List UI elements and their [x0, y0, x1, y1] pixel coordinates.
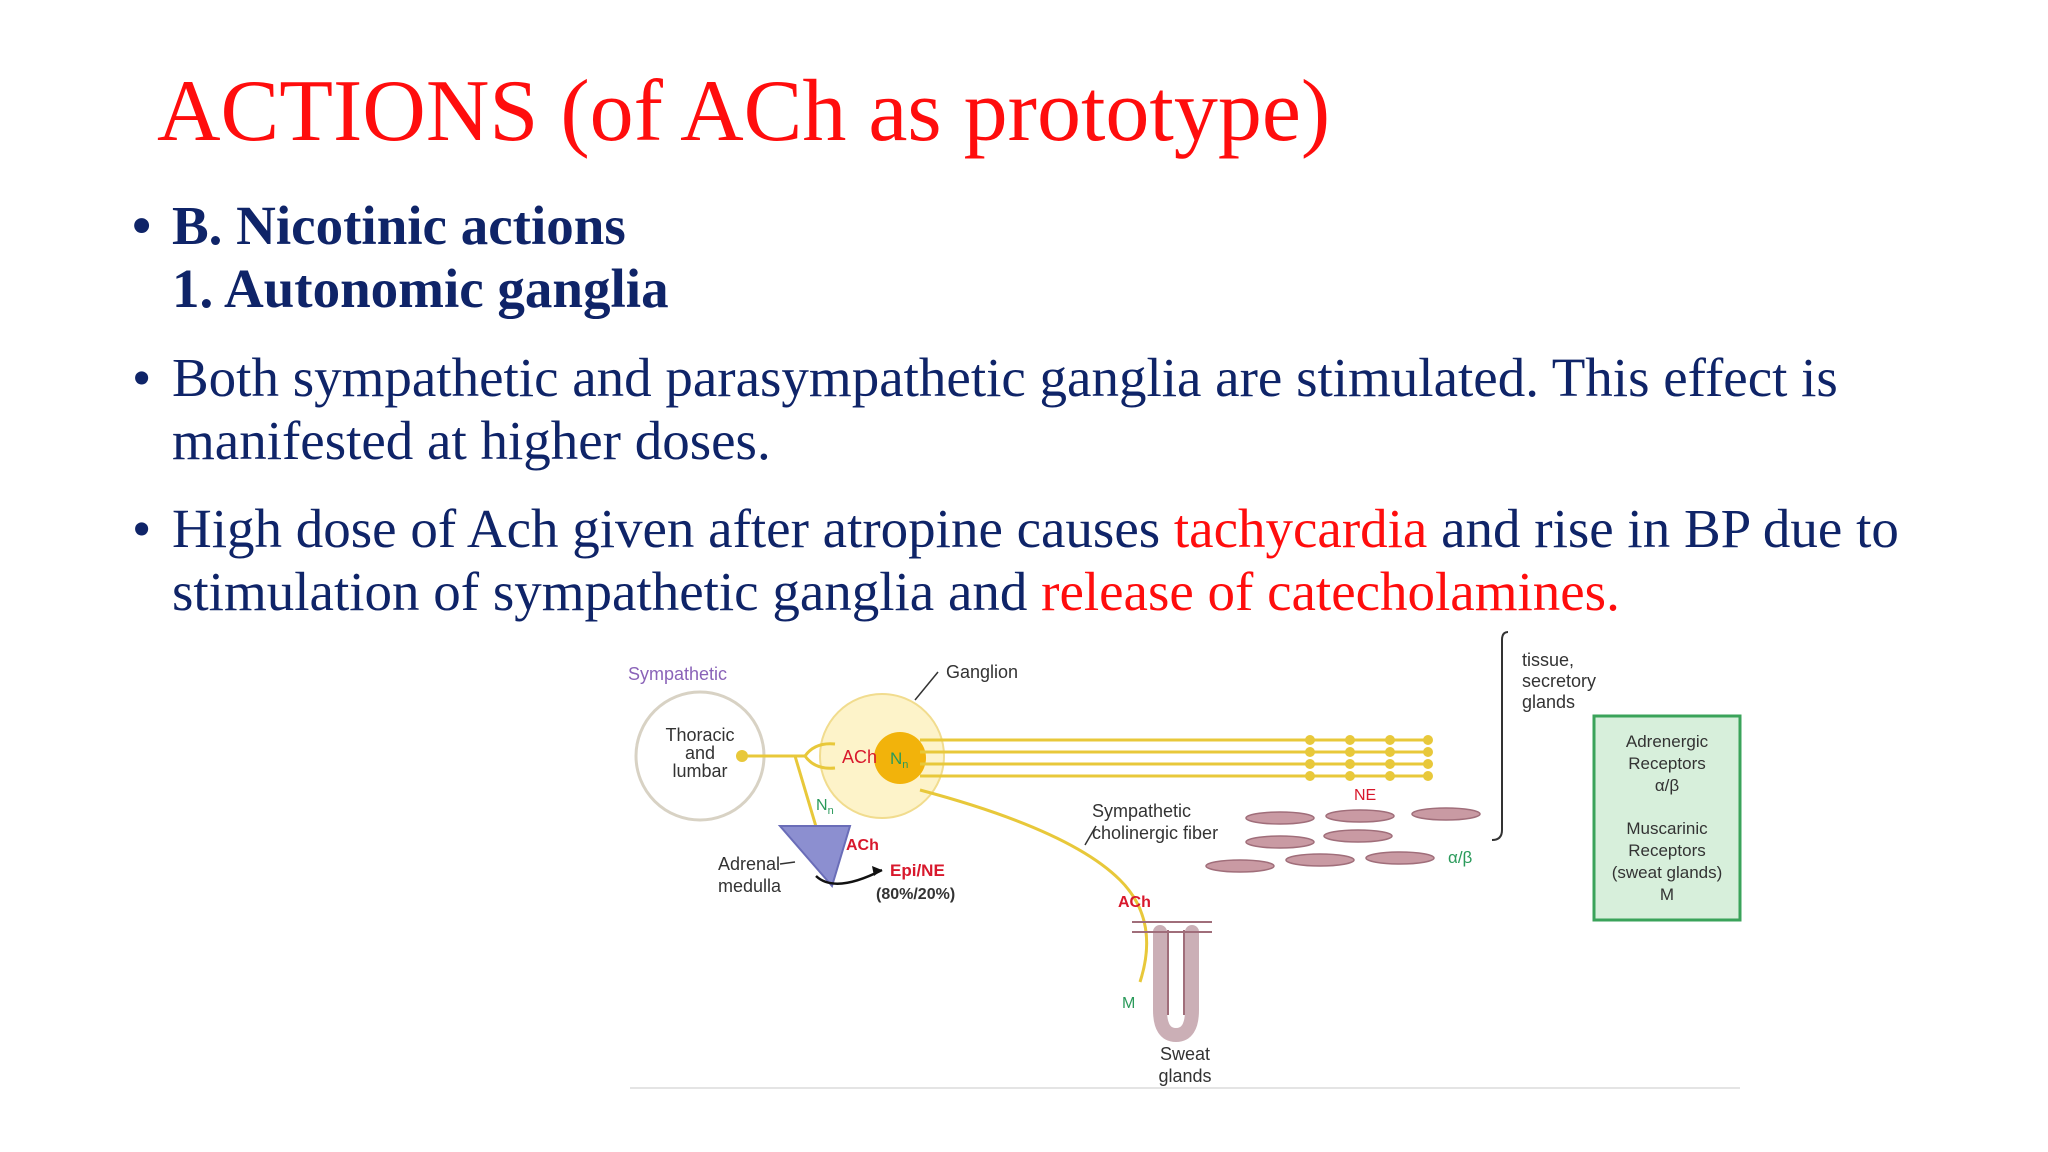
- ach-ganglion-label: ACh: [842, 747, 877, 767]
- sweat-gland: [1153, 925, 1199, 1043]
- symp-chol-label-1: Sympathetic: [1092, 801, 1191, 821]
- lumbar-label: lumbar: [672, 761, 727, 781]
- bullet-heading: B. Nicotinic actions: [172, 195, 626, 256]
- slide-title: ACTIONS (of ACh as prototype): [157, 63, 1331, 160]
- adrenergic-label: Adrenergic: [1626, 732, 1709, 751]
- nn-ganglion-label: Nn: [890, 749, 908, 771]
- adrenergic-receptors-label: Receptors: [1628, 754, 1705, 773]
- glands-sweat-label: glands: [1158, 1066, 1211, 1086]
- medulla-label: medulla: [718, 876, 782, 896]
- sympathetic-cholinergic-fiber: [919, 788, 1149, 983]
- arrowhead-icon: [872, 866, 882, 876]
- highlight-tachycardia: tachycardia: [1173, 498, 1428, 559]
- secretory-label: secretory: [1522, 671, 1596, 691]
- adrenal-leader: [779, 861, 796, 865]
- nn-adrenal-label: Nn: [816, 797, 834, 817]
- ach-adrenal-label: ACh: [846, 837, 879, 854]
- muscarinic-m-label: M: [1660, 885, 1674, 904]
- glands-label: glands: [1522, 692, 1575, 712]
- ganglion-cell-body: [874, 732, 926, 784]
- m-label: M: [1122, 995, 1135, 1012]
- cholinergic-leader: [1084, 825, 1097, 846]
- thoracic-label: Thoracic: [665, 725, 734, 745]
- bullet-text-part: High dose of Ach given after atropine ca…: [172, 498, 1174, 559]
- epi-ne-percent: (80%/20%): [876, 886, 955, 903]
- and-label: and: [685, 743, 715, 763]
- ganglion-label: Ganglion: [946, 662, 1018, 682]
- epi-ne-label: Epi/NE: [890, 861, 945, 880]
- ganglion-leader: [914, 671, 939, 701]
- bullet-high-dose-ach: • High dose of Ach given after atropine …: [132, 497, 1972, 623]
- tissue-bracket: [1491, 631, 1509, 841]
- ne-label: NE: [1354, 787, 1376, 804]
- sweat-glands-note: (sweat glands): [1612, 863, 1723, 882]
- ach-sweat-label: ACh: [1118, 894, 1151, 911]
- sympathetic-label: Sympathetic: [628, 664, 727, 684]
- synapse-branch: [803, 742, 836, 770]
- smooth-muscle-cells: [1205, 807, 1481, 873]
- adrenal-label: Adrenal: [718, 854, 780, 874]
- highlight-catecholamines: release of catecholamines.: [1041, 561, 1620, 622]
- tissue-label: tissue,: [1522, 650, 1574, 670]
- bullet-text: High dose of Ach given after atropine ca…: [172, 497, 1972, 623]
- postganglionic-fibers: [920, 738, 1428, 778]
- adrenal-medulla: [777, 825, 852, 889]
- bullet-marker: •: [132, 347, 152, 408]
- bullet-marker: •: [132, 498, 152, 559]
- bullet-marker: •: [132, 195, 152, 256]
- sweat-gland-lumen: [1167, 930, 1185, 1015]
- symp-chol-label-2: cholinergic fiber: [1092, 823, 1218, 843]
- alpha-beta-label: α/β: [1448, 848, 1473, 867]
- varicosities: [1305, 735, 1433, 781]
- bullet-text-part: and rise in BP due to stimulation of sym…: [172, 498, 1899, 622]
- sweat-label: Sweat: [1160, 1044, 1210, 1064]
- bullet-nicotinic-actions: • B. Nicotinic actions 1. Autonomic gang…: [132, 194, 669, 320]
- muscarinic-receptors-label: Receptors: [1628, 841, 1705, 860]
- adrenergic-alpha-beta: α/β: [1655, 776, 1680, 795]
- muscarinic-label: Muscarinic: [1626, 819, 1708, 838]
- bullet-subheading: 1. Autonomic ganglia: [172, 258, 669, 319]
- bullet-ganglia-stimulated: • Both sympathetic and parasympathetic g…: [132, 346, 1932, 472]
- receptor-legend-box: [1592, 714, 1742, 922]
- sympathetic-pathway-diagram: Sympathetic Thoracic and lumbar Nn ACh G…: [628, 631, 1742, 1089]
- bullet-text: Both sympathetic and parasympathetic gan…: [172, 347, 1838, 471]
- epi-ne-arrow: [815, 868, 883, 885]
